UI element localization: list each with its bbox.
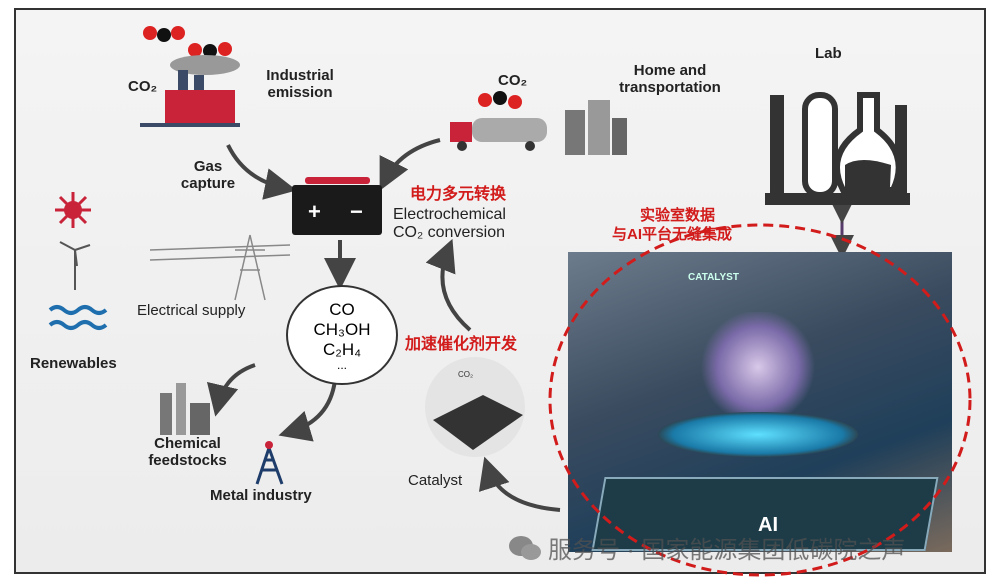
electrical-supply-label: Electrical supply (137, 302, 246, 319)
wechat-icon (509, 535, 541, 560)
watermark-text: 服务号 · 国家能源集团低碳院之声 (548, 537, 906, 564)
product-c2h4: C₂H₄ (322, 340, 362, 359)
truck-city-icon (450, 91, 627, 155)
lab-label: Lab (815, 45, 842, 62)
electrochem-en-line1: Electrochemical (393, 206, 506, 223)
lab-ai-cn-line1: 实验室数据 (640, 207, 716, 224)
renewables-icons (48, 192, 108, 330)
chemical-plant-icon (160, 383, 210, 435)
svg-text:+: + (308, 199, 321, 224)
co2-industrial-label: CO₂ (128, 78, 158, 95)
battery-icon: +− (292, 177, 382, 235)
lab-ai-cn-line2: 与AI平台无缝集成 (612, 226, 733, 243)
watermark: 服务号 · 国家能源集团低碳院之声 (508, 530, 905, 565)
chemical-feedstocks-label: Chemical feedstocks (148, 435, 227, 469)
catalyst-cn-label: 加速催化剂开发 (405, 336, 518, 353)
co2-small-label: CO₂ (458, 370, 473, 379)
molecule-structure (698, 312, 818, 422)
power-tower-icon (150, 234, 290, 301)
products-circle: CO CH₃OH C₂H₄ ... (286, 285, 398, 385)
electrochem-cn-label: 电力多元转换 (410, 186, 507, 203)
electrochem-en-line2: CO₂ conversion (393, 224, 506, 241)
svg-text:−: − (350, 199, 363, 224)
gas-capture-label: Gas capture (180, 158, 236, 192)
product-ch3oh: CH₃OH (313, 320, 371, 339)
product-co: CO (329, 300, 355, 319)
metal-industry-label: Metal industry (210, 487, 312, 504)
industrial-emission-label: Industrial emission (266, 67, 334, 101)
renewables-label: Renewables (30, 355, 117, 372)
product-more: ... (336, 358, 347, 372)
factory-icon (140, 26, 240, 127)
ai-label: AI (758, 514, 778, 536)
catalyst-screen-label: CATALYST (688, 272, 739, 283)
co2-home-label: CO₂ (498, 72, 528, 89)
lab-flask-icon (765, 92, 910, 205)
catalyst-sphere-icon: CO₂ (425, 357, 525, 457)
ai-lab-image: CATALYST AI (568, 252, 952, 552)
catalyst-label: Catalyst (408, 472, 463, 489)
oil-rig-icon (255, 441, 284, 485)
home-transportation-label: Home and transportation (619, 62, 721, 96)
holo-platform (658, 412, 858, 457)
